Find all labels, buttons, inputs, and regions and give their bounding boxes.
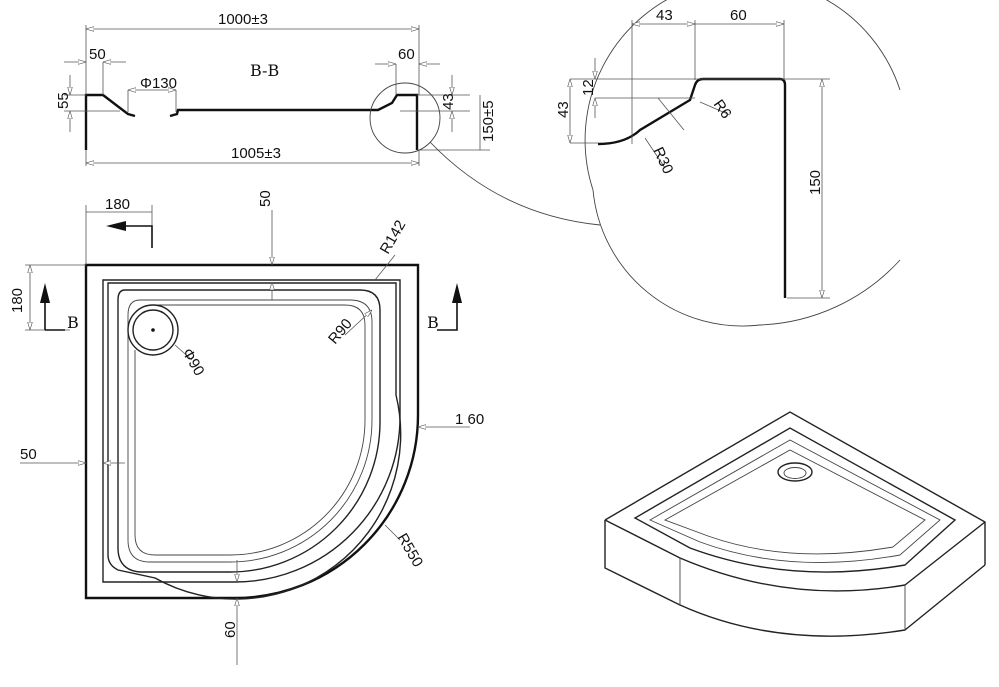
dim-left-rim: 50: [89, 46, 106, 63]
isometric-view: [604, 411, 986, 637]
dim-height: 150: [807, 170, 824, 195]
dim-slope-width: 43: [656, 7, 673, 24]
detail-callout-circle: [369, 82, 441, 154]
dim-side-rim-right: 1 60: [455, 411, 484, 428]
dim-drain: Φ90: [179, 346, 208, 379]
dim-depth: 43: [555, 101, 572, 118]
dim-radius-small: R6: [710, 97, 735, 122]
dim-inner-radius: R90: [325, 316, 356, 348]
dim-left-offset: 180: [9, 288, 26, 313]
drain-icon: [151, 328, 155, 332]
dim-step-height: 43: [440, 93, 457, 110]
dim-radius-large: R30: [649, 145, 676, 177]
dim-step: 12: [580, 79, 597, 96]
dim-corner-radius: R142: [377, 217, 410, 257]
section-title: B-B: [250, 61, 279, 80]
dim-total-height: 150±5: [480, 100, 497, 142]
dim-arrow-offset: 180: [105, 196, 130, 213]
dim-outer-radius: R550: [394, 531, 427, 571]
dim-rim-height: 55: [55, 92, 72, 109]
iso-drain-icon: [777, 462, 813, 482]
dim-top-rim: 50: [257, 190, 274, 207]
dim-width-bottom: 1005±3: [231, 145, 281, 162]
section-mark-left: B: [67, 313, 79, 332]
plan-view: 180 50 180 B B R142 R90 Φ90 1 60 50 R550…: [9, 190, 484, 665]
section-mark-right: B: [427, 313, 439, 332]
section-view-bb: 1000±3 1005±3 50 60 Φ130 B-B 55 43 150±5: [55, 11, 601, 226]
dim-side-rim-left: 50: [20, 446, 37, 463]
dim-drain: Φ130: [140, 75, 177, 92]
detail-view: 43 60 12 43 R6 R30 150: [555, 0, 901, 327]
dim-width-top: 1000±3: [218, 11, 268, 28]
dim-rim-width: 60: [730, 7, 747, 24]
dim-bottom-rim: 60: [222, 621, 239, 638]
dim-right-rim: 60: [398, 46, 415, 63]
